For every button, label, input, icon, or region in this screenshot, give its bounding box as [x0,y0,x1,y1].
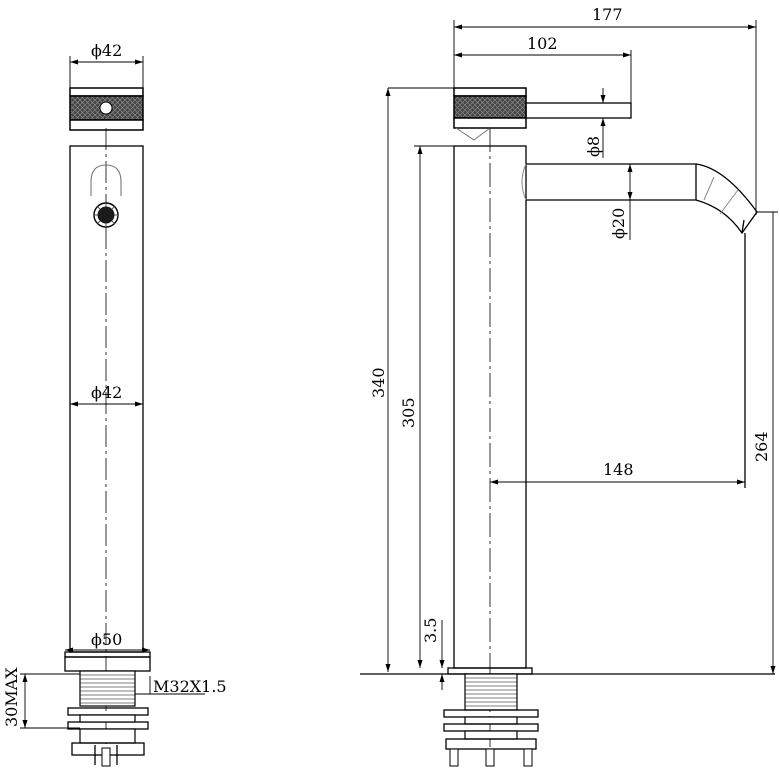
front-handle [69,87,144,131]
front-handle-diameter-dimension: ϕ42 [69,41,144,90]
side-base-plate [360,667,775,675]
front-body-diameter-label: ϕ42 [91,383,122,402]
front-view: ϕ42 [2,41,227,767]
spout-projection-label: 148 [603,460,634,479]
side-view: 177 102 ϕ8 [360,5,778,767]
side-handle [453,87,632,141]
spout-diameter-dimension: ϕ20 [609,164,633,240]
side-body [453,128,527,766]
total-reach-dimension: 177 [453,5,757,215]
front-base-diameter-dimension: ϕ50 [65,630,150,653]
lever-diameter-dimension: ϕ8 [584,88,606,158]
handle-reach-label: 102 [527,34,558,53]
spout-height-dimension: 264 [752,211,778,674]
handle-reach-dimension: 102 [454,34,632,103]
body-height-label: 305 [399,397,418,428]
max-counter-thickness-label: 30MAX [2,667,21,727]
max-counter-thickness-dimension: 30MAX [2,667,80,729]
front-base-plate [64,651,151,672]
front-body-diameter-dimension: ϕ42 [70,383,143,407]
total-height-label: 340 [369,367,388,398]
front-threaded-shank [67,670,149,767]
spout-projection-dimension: 148 [490,233,746,488]
thread-spec-callout: M32X1.5 [135,676,227,696]
total-reach-label: 177 [592,5,623,24]
front-handle-diameter-label: ϕ42 [91,41,122,60]
front-base-diameter-label: ϕ50 [91,630,122,649]
side-spout [521,163,758,235]
side-threaded-shank [443,673,539,767]
spout-diameter-label: ϕ20 [609,208,628,239]
total-height-dimension: 340 [369,87,454,672]
thread-spec-label: M32X1.5 [153,677,227,696]
base-height-label: 3.5 [421,618,440,643]
body-height-dimension: 305 [399,145,454,668]
base-height-dimension: 3.5 [421,618,445,690]
spout-height-label: 264 [752,431,771,462]
lever-diameter-label: ϕ8 [584,136,603,157]
front-spout-outlet [90,164,122,228]
